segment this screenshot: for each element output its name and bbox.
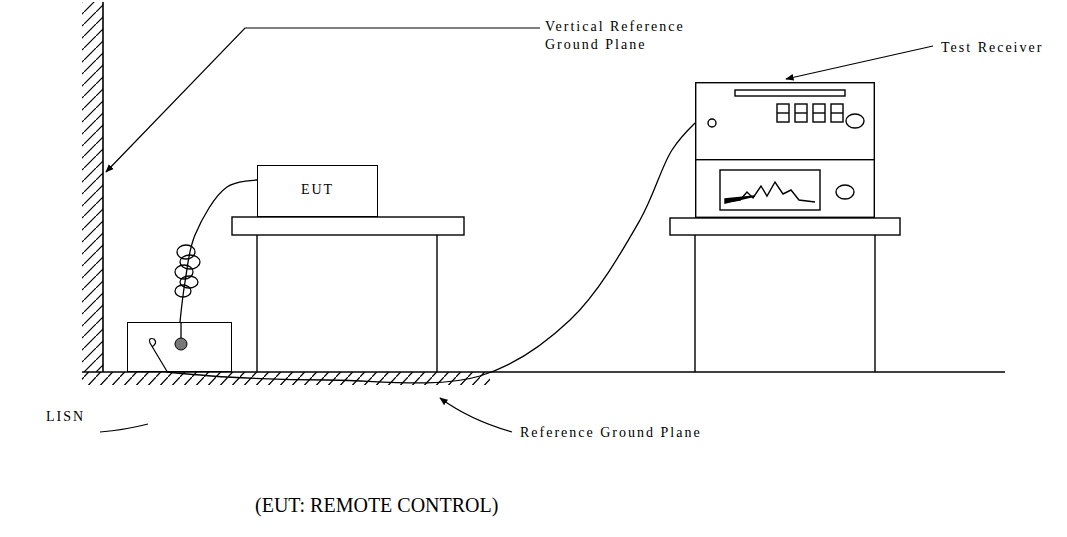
cable-coil [175,245,200,297]
drawing-stroke [777,112,789,113]
drawing-stroke [256,235,257,372]
drawing-stroke [777,104,789,122]
drawing-stroke [436,235,437,372]
cable [167,123,695,383]
node-label: LISN [46,409,85,426]
drawing-stroke [696,83,875,218]
drawing-stroke [725,196,755,203]
plane-label: Vertical Reference Ground Plane [545,18,720,53]
leader-line [786,46,933,79]
leader-line [440,398,512,432]
drawing-stroke [720,170,820,210]
drawing-stroke [696,160,875,218]
lisn-box: LISN [127,322,232,372]
drawing-stroke [232,217,464,235]
node-label: EUT [258,182,377,199]
leader-line [100,424,148,432]
drawing-stroke [874,235,875,372]
test-receiver-drawing [695,82,875,218]
drawing-stroke [175,338,187,350]
drawing-stroke [831,104,843,122]
drawing-stroke [836,185,854,199]
plane-label: Reference Ground Plane [520,424,820,442]
drawing-stroke [708,119,716,127]
drawing-stroke [670,218,900,235]
leader-line [106,28,540,172]
drawing-stroke [725,182,815,202]
drawing-stroke [696,83,875,160]
eut-table [232,217,464,372]
test-receiver: Test Receiver [695,82,875,218]
drawing-stroke [795,104,807,122]
drawing-stroke [846,114,864,128]
vertical-plane-hatching [82,2,103,372]
vertical-ground-plane [102,2,104,372]
drawing-stroke [795,112,807,113]
lisn-box-drawing [128,323,231,371]
drawing-stroke [177,245,195,259]
caption-note: (EUT: REMOTE CONTROL) [255,493,675,518]
drawing-stroke [831,112,843,113]
drawing-stroke [735,90,845,96]
eut-box: EUT [257,165,378,217]
cable [180,180,257,322]
node-label: Test Receiver [941,40,1043,57]
receiver-table [670,218,900,372]
drawing-stroke [813,104,825,122]
drawing-stroke [694,235,695,372]
drawing-stroke [813,112,825,113]
drawing-stroke [180,276,198,288]
drawing-stroke [150,339,169,374]
